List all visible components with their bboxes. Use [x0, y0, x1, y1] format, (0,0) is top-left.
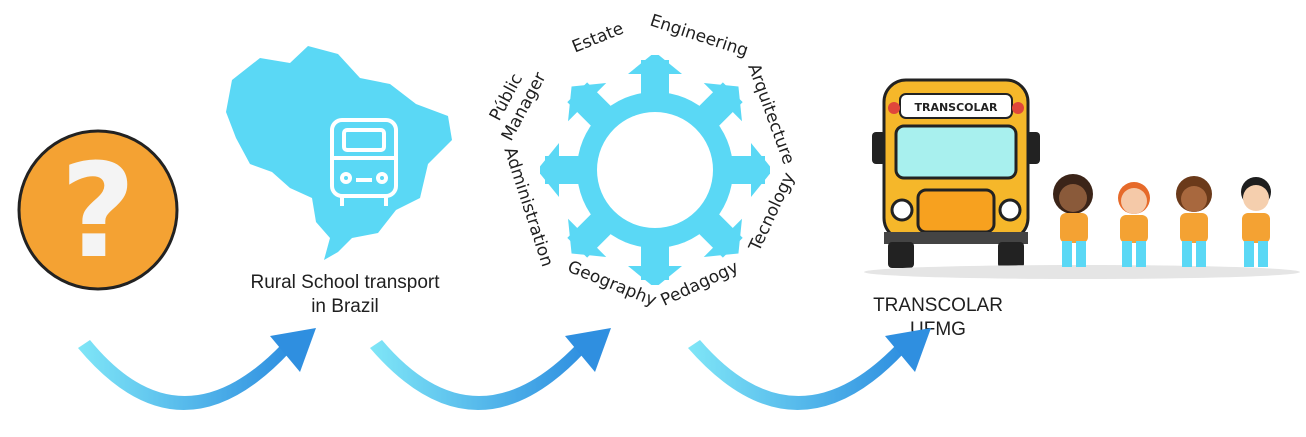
question-icon: ? [17, 129, 179, 291]
bus-icon [330, 118, 398, 206]
bus-sign: TRANSCOLAR [914, 101, 998, 114]
child-1-icon [1053, 174, 1093, 267]
ground-shadow [864, 265, 1300, 279]
child-3-icon [1176, 176, 1212, 267]
question-glyph: ? [60, 135, 135, 287]
flow-arrows [78, 328, 931, 411]
brazil-label-line1: Rural School transport [250, 272, 440, 293]
knowledge-wheel-icon [540, 55, 770, 285]
child-4-icon [1241, 177, 1271, 267]
flow-arrow-2 [370, 328, 611, 411]
child-2-icon [1118, 182, 1150, 267]
flow-arrow-3 [688, 328, 931, 411]
school-bus-icon: TRANSCOLAR [872, 78, 1040, 268]
area-estate: Estate [569, 18, 627, 58]
brazil-label: Rural School transport in Brazil [225, 271, 465, 319]
result-label-line1: TRANSCOLAR [873, 295, 1003, 316]
brazil-map-icon [226, 46, 452, 260]
children-illustration [1053, 174, 1271, 267]
flow-arrow-1 [78, 328, 316, 411]
area-engineering: Engineering [647, 10, 751, 62]
brazil-label-line2: in Brazil [311, 296, 379, 317]
